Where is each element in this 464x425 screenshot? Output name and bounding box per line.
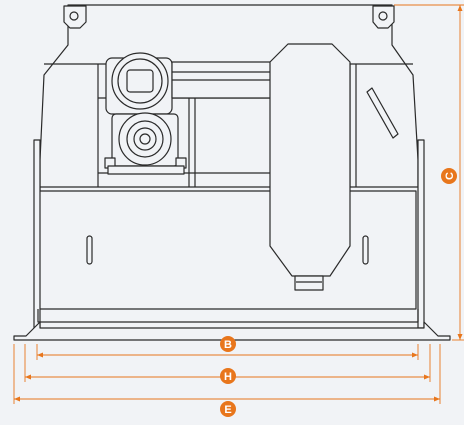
badge-c: C <box>441 168 457 184</box>
badge-e: E <box>220 401 236 417</box>
right-mounting-lug <box>372 5 395 29</box>
left-leg <box>33 139 41 329</box>
badge-h-label: H <box>224 371 232 383</box>
machine-body <box>13 4 451 341</box>
dimension-e <box>13 344 441 404</box>
base-rail <box>37 309 419 323</box>
badge-h: H <box>220 368 236 384</box>
dimension-c <box>394 4 464 341</box>
right-slot <box>362 235 369 265</box>
left-mounting-lug <box>63 5 87 29</box>
motor-unit <box>105 52 285 115</box>
badge-e-label: E <box>224 404 231 416</box>
bottom-base <box>13 321 451 341</box>
dimension-b <box>36 344 419 360</box>
badge-b: B <box>220 336 236 352</box>
tank <box>269 43 351 291</box>
side-slot <box>366 87 399 139</box>
left-slot <box>86 235 93 265</box>
badge-b-label: B <box>224 339 232 351</box>
pulley-unit <box>104 112 187 175</box>
badge-c-label: C <box>444 172 456 180</box>
right-leg <box>417 139 425 329</box>
lower-chamber <box>37 190 417 310</box>
